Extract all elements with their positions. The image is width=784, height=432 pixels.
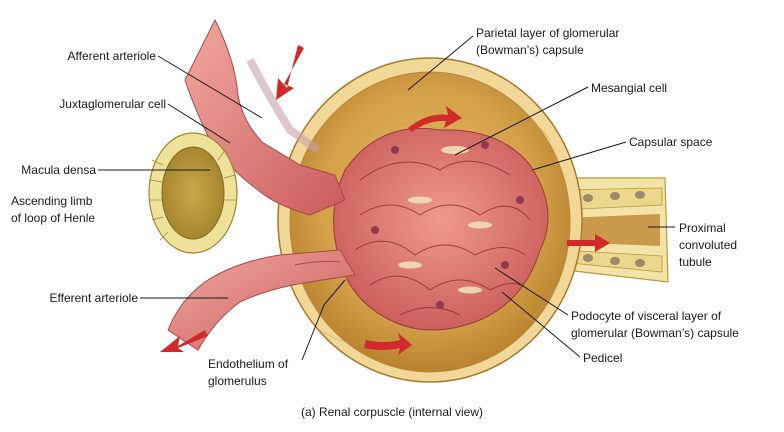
label-macula-densa: Macula densa — [21, 163, 96, 177]
label-glomerulus: glomerulus — [208, 374, 267, 388]
leader-lines — [98, 35, 675, 361]
label-podocyte-capsule: glomerular (Bowman’s) capsule — [571, 326, 739, 340]
flow-arrows — [160, 45, 610, 355]
arterioles — [167, 18, 356, 351]
label-endothelium: Endothelium of — [208, 357, 289, 371]
label-loop-of-henle: of loop of Henle — [11, 211, 95, 225]
label-capsular-space: Capsular space — [629, 135, 713, 149]
label-bowmans-capsule: (Bowman’s) capsule — [476, 43, 584, 57]
label-mesangial-cell: Mesangial cell — [591, 81, 667, 95]
label-ascending-limb: Ascending limb — [11, 194, 93, 208]
label-pedicel: Pedicel — [583, 351, 622, 365]
label-proximal: Proximal — [679, 221, 726, 235]
label-parietal-layer: Parietal layer of glomerular — [476, 26, 619, 40]
label-convoluted: convoluted — [679, 238, 737, 252]
label-podocyte: Podocyte of visceral layer of — [571, 309, 722, 323]
glomerulus — [333, 127, 549, 331]
labels: Afferent arteriole Juxtaglomerular cell … — [11, 26, 739, 419]
figure-caption: (a) Renal corpuscle (internal view) — [301, 405, 483, 419]
label-juxtaglomerular-cell: Juxtaglomerular cell — [59, 97, 166, 111]
loop-of-henle — [148, 132, 238, 254]
label-tubule: tubule — [679, 255, 712, 269]
label-afferent-arteriole: Afferent arteriole — [68, 49, 157, 63]
label-efferent-arteriole: Efferent arteriole — [50, 291, 139, 305]
